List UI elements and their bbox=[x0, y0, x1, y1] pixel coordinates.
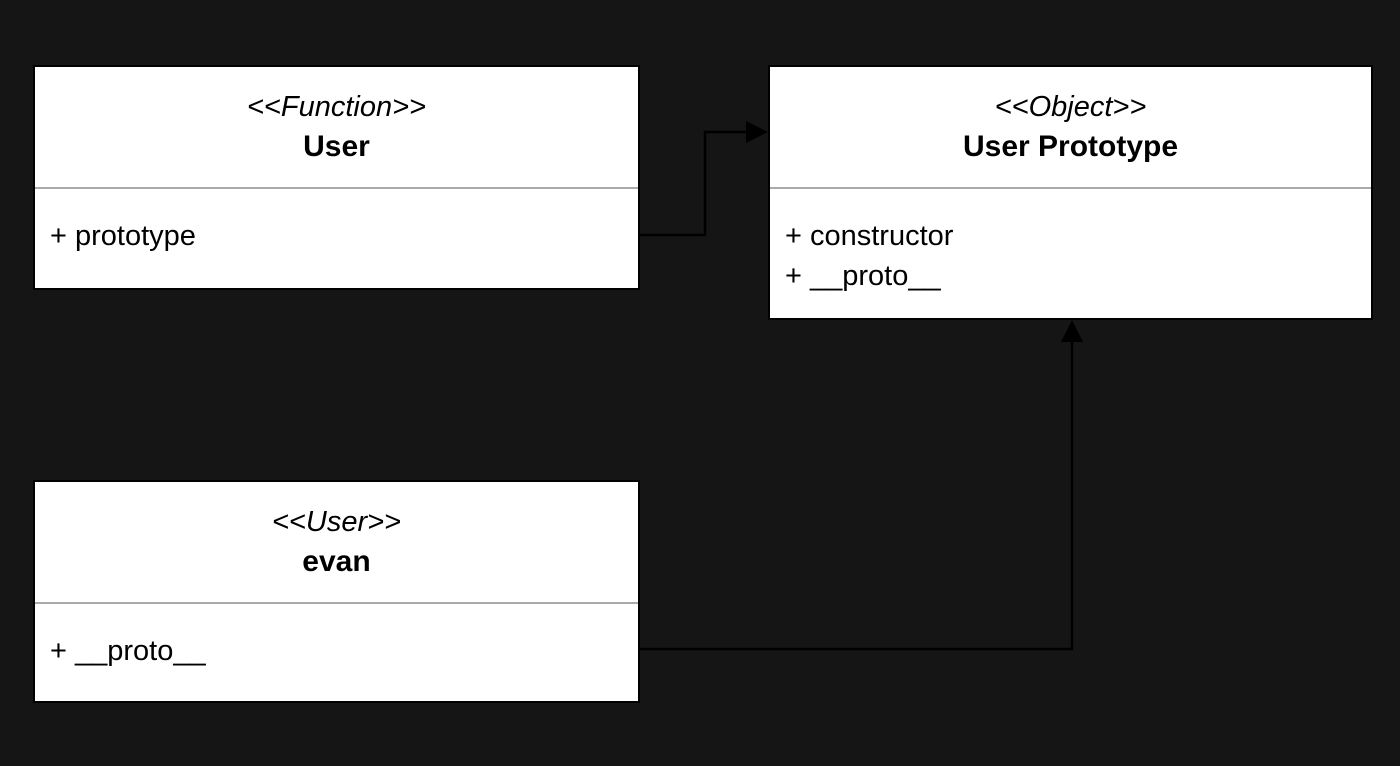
class-attributes-user: + prototype bbox=[35, 189, 638, 256]
class-attributes-user-prototype: + constructor + __proto__ bbox=[770, 189, 1371, 296]
attribute-proto: + __proto__ bbox=[785, 260, 941, 292]
class-name-evan: evan bbox=[302, 545, 371, 578]
class-header-user-prototype: <<Object>> User Prototype bbox=[770, 67, 1371, 189]
class-header-evan: <<User>> evan bbox=[35, 482, 638, 604]
attribute-user-prototype: + prototype bbox=[50, 220, 196, 252]
class-stereotype-evan: <<User>> bbox=[272, 506, 401, 538]
attribute-constructor: + constructor bbox=[785, 220, 954, 252]
class-name-user: User bbox=[303, 130, 370, 163]
class-box-user-prototype: <<Object>> User Prototype + constructor … bbox=[768, 65, 1373, 320]
connector-user-to-prototype-arrowhead-icon bbox=[746, 121, 768, 143]
connector-evan-to-prototype-arrowhead-icon bbox=[1061, 320, 1083, 342]
class-attributes-evan: + __proto__ bbox=[35, 604, 638, 671]
attribute-evan-proto: + __proto__ bbox=[50, 635, 206, 667]
connector-user-to-prototype-line bbox=[640, 130, 748, 237]
class-stereotype-user: <<Function>> bbox=[247, 91, 426, 123]
class-box-evan: <<User>> evan + __proto__ bbox=[33, 480, 640, 703]
class-box-user: <<Function>> User + prototype bbox=[33, 65, 640, 290]
connector-evan-to-prototype-line bbox=[640, 340, 1074, 651]
class-name-user-prototype: User Prototype bbox=[962, 130, 1179, 163]
class-stereotype-user-prototype: <<Object>> bbox=[994, 91, 1147, 123]
class-header-user: <<Function>> User bbox=[35, 67, 638, 189]
